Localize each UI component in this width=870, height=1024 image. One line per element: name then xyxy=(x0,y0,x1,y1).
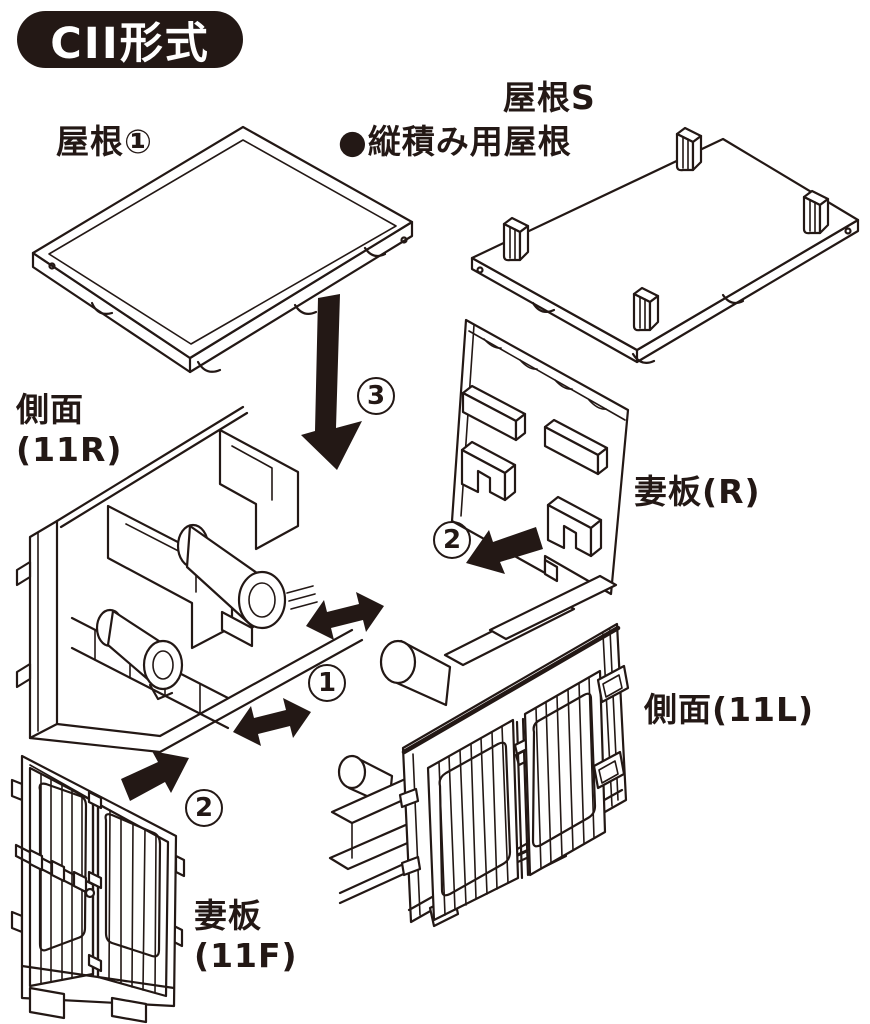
side-11l-label: 側面(11L) xyxy=(644,690,815,729)
step2-left-arrow xyxy=(121,751,189,801)
series-badge-label: CII形式 xyxy=(50,18,210,69)
step1-lower-double-arrow xyxy=(233,698,311,746)
stacking-clip-icon xyxy=(675,126,703,172)
roof-s-label: 屋根S xyxy=(503,78,596,117)
roof-s-drawing xyxy=(470,126,860,364)
step1-number: 1 xyxy=(308,664,346,702)
series-badge: CII形式 xyxy=(17,11,243,69)
end-plate-11f-label-line1: 妻板 xyxy=(194,896,262,935)
end-plate-11f-label-line2: (11F) xyxy=(194,936,298,976)
step2-number-right: 2 xyxy=(433,521,471,559)
roof-s-note: ●縦積み用屋根 xyxy=(338,122,572,161)
step2-number-left: 2 xyxy=(185,789,223,827)
side-11r-label-line2: (11R) xyxy=(16,430,123,470)
step3-number: 3 xyxy=(357,377,395,415)
side-11r-drawing xyxy=(15,405,364,754)
roof-1-drawing xyxy=(31,125,414,374)
step2-right-arrow xyxy=(466,527,543,574)
side-11r-label-line1: 側面 xyxy=(16,390,84,429)
end-plate-11f-drawing xyxy=(10,754,186,1024)
step1-upper-double-arrow xyxy=(306,592,384,640)
stacking-clip-icon xyxy=(632,286,660,332)
stacking-clip-icon xyxy=(802,189,830,235)
end-plate-r-drawing xyxy=(450,318,630,596)
stacking-clip-icon xyxy=(502,216,530,262)
end-plate-r-label: 妻板(R) xyxy=(634,472,761,511)
side-11r-label: 側面 (11R) xyxy=(16,390,123,471)
end-plate-11f-label: 妻板 (11F) xyxy=(194,896,298,977)
side-11l-drawing xyxy=(328,574,630,928)
step3-down-arrow xyxy=(301,294,362,470)
roof-1-label: 屋根① xyxy=(56,122,153,161)
